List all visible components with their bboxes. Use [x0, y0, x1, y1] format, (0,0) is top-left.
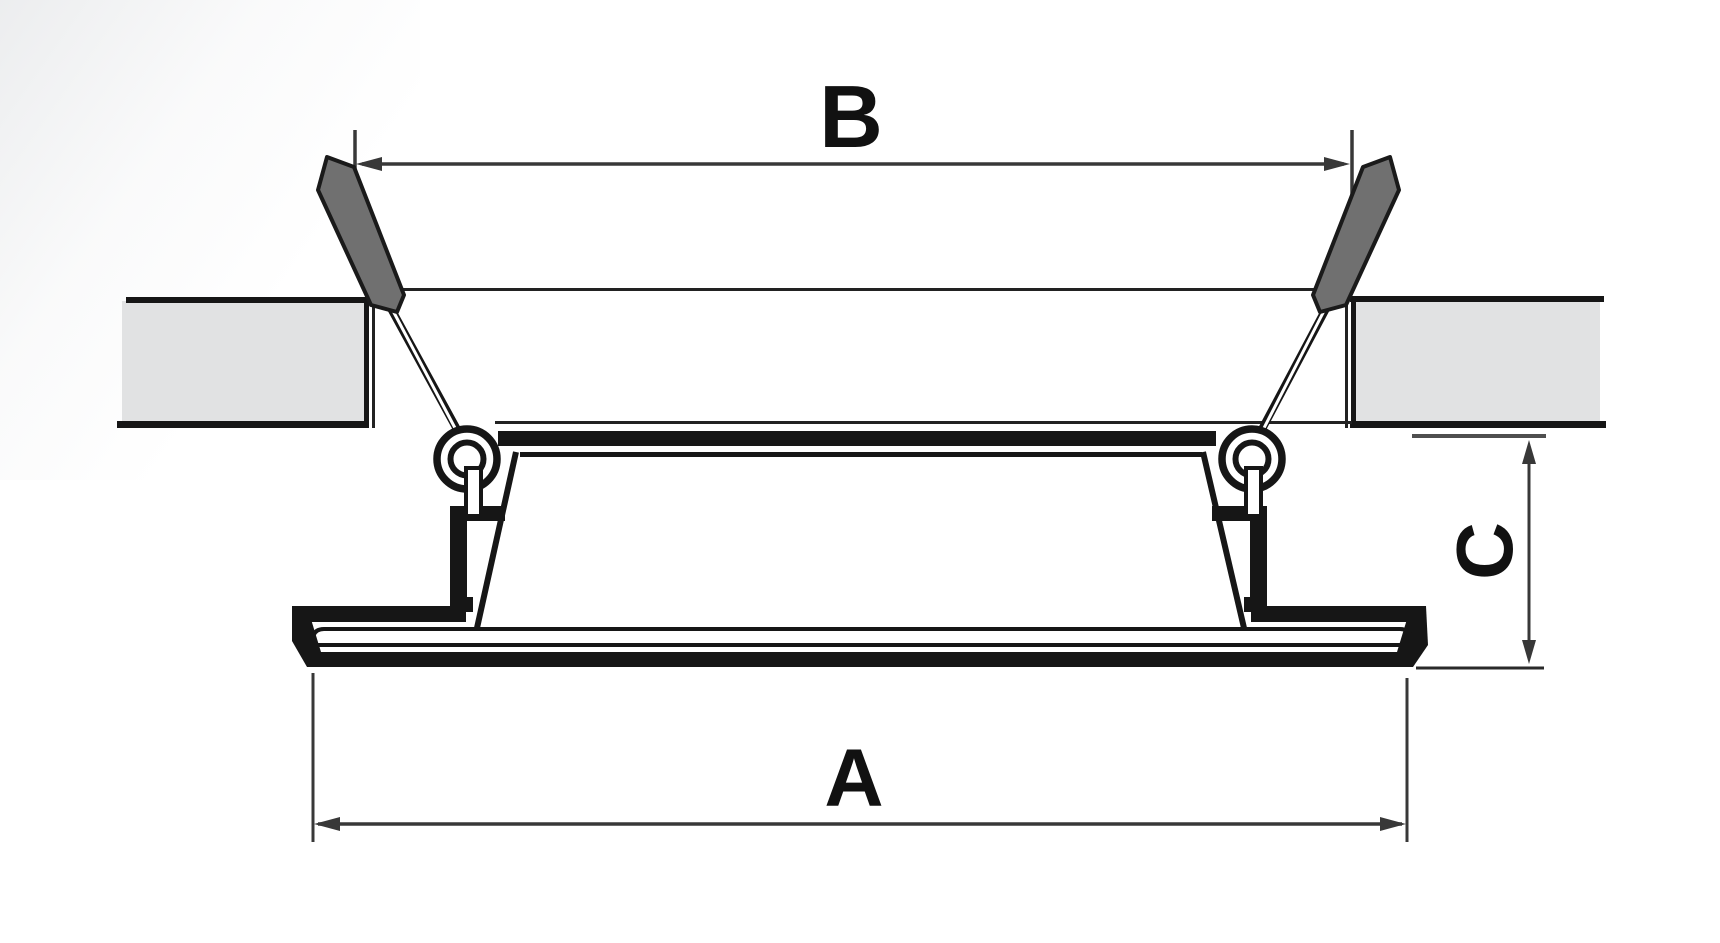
- ring-tab-left: [464, 466, 483, 518]
- mounting-ring-right: [1218, 425, 1286, 518]
- ceiling-left-panel: [117, 297, 369, 428]
- ceiling-left-bottom-border: [117, 421, 368, 428]
- flange-inset-line-upper: [311, 627, 1413, 651]
- dim-c-arrowhead-up: [1522, 440, 1536, 464]
- dimension-c: [1412, 434, 1546, 670]
- dim-c-arrowhead-down: [1522, 640, 1536, 664]
- housing-wall-left: [474, 451, 519, 629]
- ceiling-right-top-border: [1350, 296, 1604, 302]
- dim-a-arrowhead-right: [1380, 817, 1406, 831]
- mounting-ring-left: [433, 425, 501, 518]
- spring-clip-left: [316, 155, 463, 435]
- flange-end-cap-left: [292, 606, 321, 667]
- ceiling-left-cut-edge: [364, 297, 369, 428]
- ceiling-cutout-outline: [372, 288, 1352, 428]
- clip-wire-right-core: [1262, 306, 1328, 429]
- flange-top-bar-right: [1251, 606, 1426, 622]
- dimension-label-b: B: [819, 67, 883, 166]
- dim-b-arrowhead-right: [1324, 157, 1350, 171]
- dimension-a: [311, 673, 1409, 842]
- spring-clip-right: [1256, 155, 1401, 435]
- dim-b-arrowhead-left: [356, 157, 382, 171]
- mounting-bracket-right: [1212, 506, 1267, 612]
- clip-wire-left-core: [389, 306, 457, 429]
- fixture-flange: [292, 606, 1428, 667]
- ceiling-right-cut-edge: [1351, 297, 1356, 428]
- cutout-edge-line-left: [372, 289, 375, 428]
- flange-top-bar-left: [292, 606, 466, 622]
- cutout-back-line: [374, 288, 1348, 291]
- dimension-label-c: C: [1440, 522, 1529, 580]
- ceiling-left-fill: [122, 301, 368, 422]
- housing-top-plate: [498, 431, 1216, 446]
- ceiling-right-fill: [1352, 301, 1600, 422]
- dimension-label-a: A: [824, 733, 883, 824]
- ceiling-left-top-border: [126, 297, 368, 303]
- ceiling-right-bottom-border: [1350, 421, 1606, 428]
- dim-a-arrowhead-left: [314, 817, 340, 831]
- ceiling-underside-line: [495, 421, 1352, 424]
- clip-arm-right: [1311, 155, 1401, 314]
- flange-bottom-bar: [306, 652, 1418, 667]
- mounting-bracket-left: [450, 506, 505, 612]
- fixture-housing: [450, 431, 1267, 629]
- housing-inner-top-line: [520, 452, 1202, 457]
- housing-wall-right: [1200, 451, 1247, 629]
- clip-arm-left: [316, 155, 406, 314]
- ceiling-right-panel: [1350, 296, 1606, 428]
- cutout-edge-line-right: [1345, 289, 1348, 428]
- ring-tab-right: [1244, 466, 1263, 518]
